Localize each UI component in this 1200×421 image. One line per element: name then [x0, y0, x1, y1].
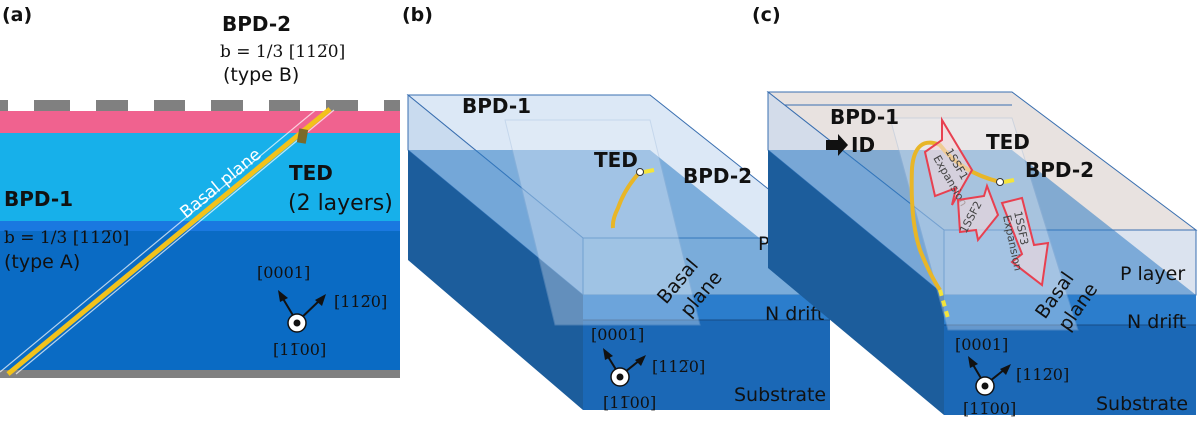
- ted-c: TED: [986, 130, 1030, 154]
- axis-1-100-a: [11̅00]: [273, 340, 326, 359]
- n-drift-c: N drift: [1127, 311, 1186, 333]
- n-drift-top-b: [408, 150, 830, 295]
- crystal-axes-b: [0001] [112̅0] [11̅00]: [591, 325, 705, 412]
- bpd2-title: BPD-2: [222, 12, 291, 36]
- bpd1-type: (type A): [4, 251, 80, 273]
- bpd2-burgers: b = 1/3 [112̅0]: [220, 42, 345, 62]
- substrate-b: Substrate: [734, 384, 826, 406]
- ted-b: TED: [594, 148, 638, 172]
- ted-tail-c: [1003, 178, 1015, 184]
- ted-layers: (2 layers): [288, 191, 393, 216]
- axis-11-20-b: [112̅0]: [652, 357, 705, 376]
- panel-c: (c) 1SSF1 Expansion 1SSF2 1SSF3: [752, 4, 1198, 418]
- basal-plane-edge-1: [0, 107, 319, 373]
- ted-tail-b: [643, 168, 655, 174]
- bpd1-c: BPD-1: [830, 105, 899, 129]
- axis-0001-a: [0001]: [257, 263, 310, 282]
- bottom-contact: [0, 370, 400, 378]
- axis-1-100-b: [11̅00]: [603, 393, 656, 412]
- basal-plane-edge-2: [15, 109, 335, 375]
- top-contacts: [0, 100, 400, 112]
- ssf3-arrow: 1SSF3 Expansion: [1000, 196, 1050, 287]
- panel-b-tag: (b): [402, 4, 433, 26]
- epi-layer-band: [0, 133, 400, 223]
- bpd1-burgers: b = 1/3 [112̅0]: [4, 228, 129, 248]
- axis-11-20-c: [112̅0]: [1016, 365, 1069, 384]
- bpd2-type: (type B): [223, 64, 299, 86]
- substrate-c: Substrate: [1096, 393, 1188, 415]
- bpd-dashed-c: [938, 289, 950, 319]
- bpd1-title: BPD-1: [4, 187, 73, 211]
- bpd2-c: BPD-2: [1025, 158, 1094, 182]
- bpd-curve-b: [610, 170, 642, 229]
- bpd1-b: BPD-1: [462, 94, 531, 118]
- id-arrow-icon: [826, 134, 848, 156]
- panel-a: (a) BPD-2 b = 1/3 [112̅0] (type B) Basal…: [0, 4, 400, 378]
- axis-0001-b: [0001]: [591, 325, 644, 344]
- axis-11-20-a: [112̅0]: [334, 292, 387, 311]
- bpd-line: [6, 107, 332, 376]
- p-layer-band: [0, 111, 400, 133]
- panel-c-tag: (c): [752, 4, 781, 26]
- ted-point-c: [996, 178, 1004, 186]
- p-layer-c: P layer: [1120, 263, 1185, 285]
- ssf2-arrow: 1SSF2: [956, 182, 1000, 243]
- ted-title: TED: [289, 161, 333, 185]
- crystal-axes-a: [0001] [112̅0] [11̅00]: [257, 263, 387, 359]
- front-face-b: [583, 295, 830, 410]
- bpd2-b: BPD-2: [683, 164, 752, 188]
- panel-b: (b) BPD-1 TED BPD-2 P layer Basal plane …: [402, 4, 832, 412]
- axis-1-100-c: [11̅00]: [963, 399, 1016, 418]
- n-drift-band-c: [944, 295, 1196, 325]
- crystal-axes-c: [0001] [112̅0] [11̅00]: [955, 335, 1069, 418]
- ted-point-b: [636, 168, 644, 176]
- panel-a-tag: (a): [2, 4, 32, 26]
- buffer-layer-band: [0, 221, 400, 231]
- id-c: ID: [851, 133, 875, 157]
- left-face-c: [768, 150, 944, 415]
- n-drift-b: N drift: [765, 303, 824, 325]
- ted-segment: [296, 128, 309, 144]
- substrate-band: [0, 231, 400, 371]
- left-face-b: [408, 150, 583, 410]
- n-drift-band-b: [583, 295, 830, 320]
- axis-0001-c: [0001]: [955, 335, 1008, 354]
